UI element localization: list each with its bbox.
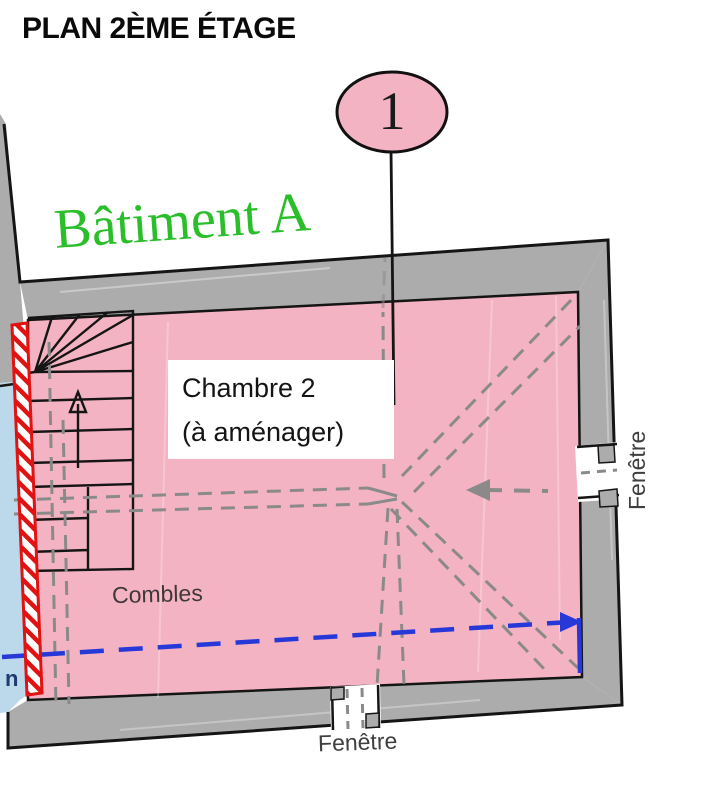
room-label-line1: Chambre 2 [182,373,316,403]
adjacent-left-gray-area [0,114,24,383]
page-title: PLAN 2ÈME ÉTAGE [22,12,296,45]
room-label-box: Chambre 2 (à aménager) [168,360,394,459]
callout-number: 1 [378,81,406,141]
window-right [575,442,621,508]
combles-label: Combles [111,579,204,609]
staircase [27,309,135,573]
roof-dashed-lines [13,257,582,709]
room-label-line2: (à aménager) [182,417,345,447]
stair-direction-arrow [68,388,88,468]
clipped-left-label: n [5,666,19,691]
callout-ellipse [335,70,449,154]
window-right-label: Fenêtre [624,430,650,510]
roof-ridge-connectors [367,486,398,506]
red-hatched-wall [10,321,44,697]
window-bottom [330,684,381,732]
slope-arrow-left [466,479,549,501]
window-bottom-label: Fenêtre [317,727,398,757]
blue-section-line [1,612,583,674]
